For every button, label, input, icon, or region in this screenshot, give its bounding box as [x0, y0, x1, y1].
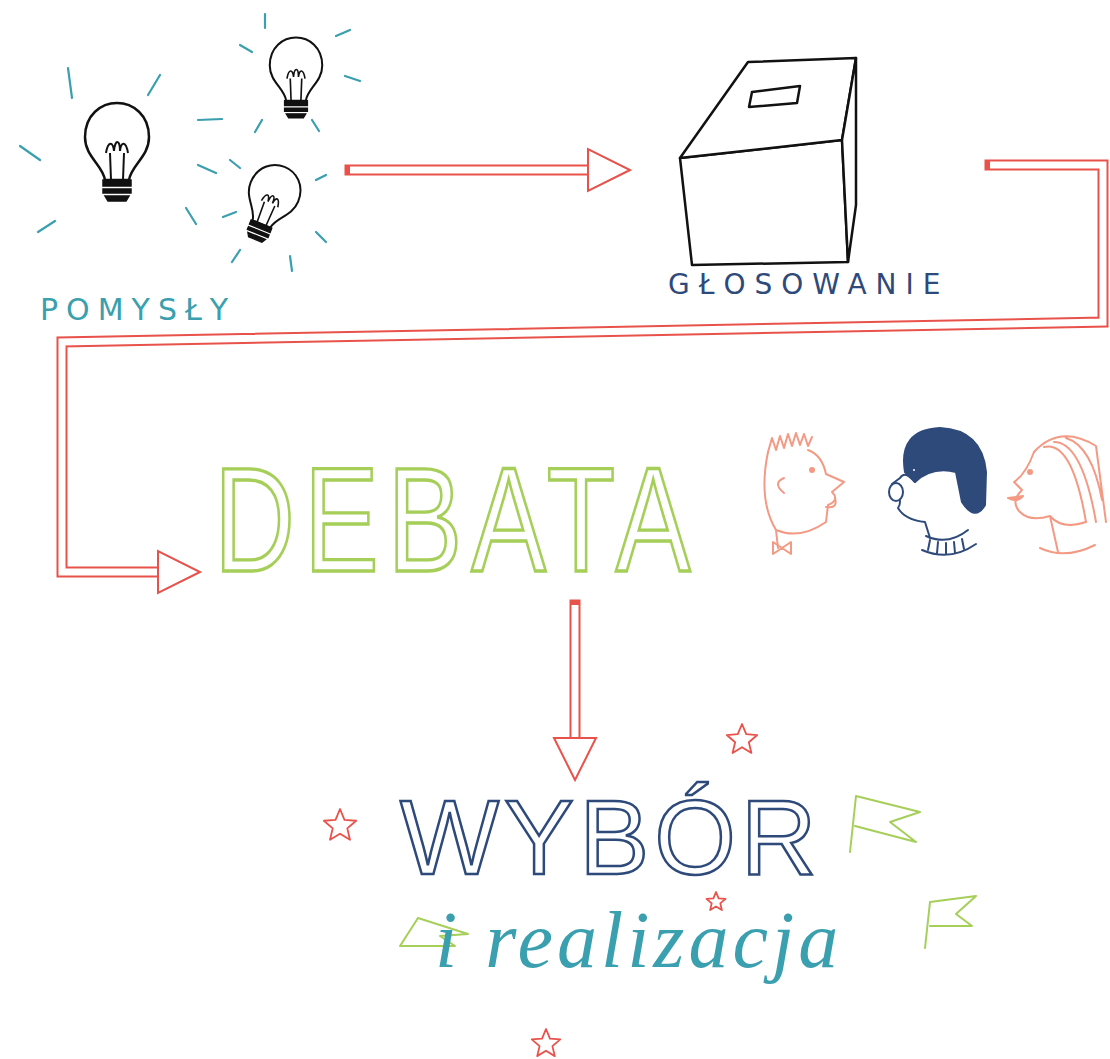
ear	[778, 478, 784, 493]
stage-subtitle: i realizacja	[435, 896, 842, 984]
eye	[1028, 470, 1032, 474]
arrow-head	[158, 551, 200, 593]
hair	[904, 428, 986, 513]
collar	[1040, 545, 1095, 553]
box-top	[680, 58, 856, 158]
arrow-shaft-inner	[572, 605, 579, 738]
glow-ray	[255, 120, 262, 132]
glow-ray	[186, 208, 196, 224]
debater-head	[889, 428, 986, 555]
glow-ray	[223, 212, 236, 217]
arrow-shaft-inner	[350, 167, 588, 174]
stage-node: POMYSŁY	[20, 10, 350, 330]
stage-title: WYBÓR	[400, 780, 822, 896]
idea-bulbs	[85, 38, 322, 250]
arrow-shaft-outline	[350, 165, 588, 176]
arrow-head	[588, 149, 630, 191]
glow-ray	[290, 256, 292, 271]
collar-stripes	[928, 539, 964, 554]
glow-ray	[336, 30, 350, 36]
glow-ray	[38, 221, 55, 232]
flow-arrow	[350, 149, 630, 191]
glow-ray	[148, 75, 160, 95]
flag	[925, 896, 976, 948]
flow-arrow	[554, 605, 596, 780]
glow-ray	[68, 68, 72, 98]
glow-ray	[345, 76, 360, 81]
glow-ray	[230, 160, 240, 168]
glow-ray	[264, 14, 266, 28]
glow-ray	[316, 175, 326, 180]
mouth	[889, 483, 903, 501]
arrow-head	[554, 738, 596, 780]
stage-node: GŁOSOWANIE	[630, 50, 990, 305]
mouth	[826, 498, 836, 507]
debater-head	[1008, 436, 1106, 553]
glow-ray	[312, 120, 319, 131]
lightbulb	[231, 157, 308, 249]
star	[324, 809, 356, 840]
lightbulb	[85, 103, 149, 201]
glow-ray	[20, 146, 40, 160]
stage-node: WYBÓRi realizacja	[380, 780, 920, 984]
debater-head	[764, 433, 844, 554]
stage-label: GŁOSOWANIE	[668, 270, 950, 301]
eye	[810, 468, 814, 472]
face	[764, 450, 844, 548]
glow-ray	[232, 250, 240, 262]
star	[727, 724, 757, 753]
glow-ray	[240, 45, 252, 52]
hair	[768, 433, 812, 452]
ballot-slot	[749, 86, 800, 107]
star	[532, 1029, 561, 1056]
lightbulb	[270, 38, 322, 118]
glow-rays	[20, 14, 360, 271]
stage-label: POMYSŁY	[40, 293, 236, 326]
box-side	[842, 58, 856, 262]
arrow-shaft-outline	[570, 605, 581, 738]
stage-title: DEBATA	[214, 439, 699, 602]
ballot-box	[680, 58, 856, 265]
stage-node: DEBATA	[200, 440, 760, 605]
flag	[850, 796, 920, 852]
collar	[922, 530, 976, 555]
hair	[1034, 436, 1106, 522]
bow-tie	[773, 542, 791, 554]
face	[1014, 452, 1086, 552]
glow-ray	[316, 232, 326, 242]
glow-ray	[198, 119, 222, 120]
mouth	[1008, 496, 1023, 500]
box-front	[680, 140, 848, 265]
eye	[912, 468, 916, 472]
glow-ray	[198, 165, 216, 173]
